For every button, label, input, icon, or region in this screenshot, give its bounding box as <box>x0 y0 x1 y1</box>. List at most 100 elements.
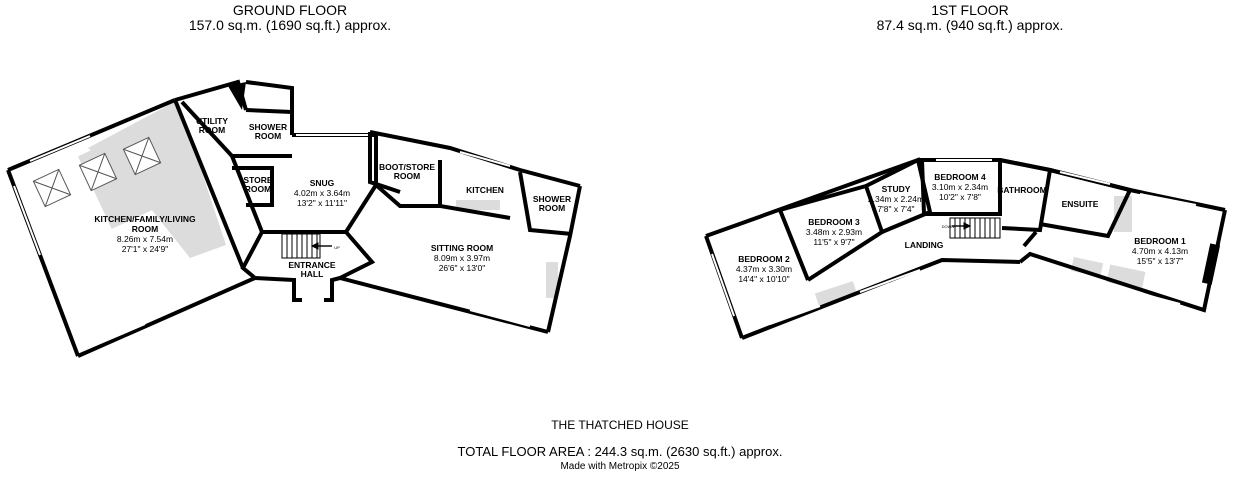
study-dim-1: 2.34m x 2.24m <box>868 194 924 204</box>
ensuite-label: ENSUITE <box>1062 199 1099 209</box>
ground-floor-area: 157.0 sq.m. (1690 sq.ft.) approx. <box>188 17 392 33</box>
ensuite-fixture <box>1114 196 1132 232</box>
window <box>83 323 146 351</box>
bed3-dim-2: 11'5" x 9'7" <box>813 237 854 247</box>
ground-floor-plan: KITCHEN/FAMILY/LIVING ROOM 8.26m x 7.54m… <box>6 79 582 358</box>
kitchen2-counter <box>456 200 500 210</box>
shower1-inner <box>245 108 293 114</box>
first-floor-plan: BEDROOM 2 4.37m x 3.30m 14'4" x 10'10" B… <box>704 157 1227 340</box>
store-wall <box>232 166 274 207</box>
bed3-dim-1: 3.48m x 2.93m <box>806 227 862 237</box>
window <box>1119 287 1181 305</box>
window <box>459 151 511 167</box>
shower1-wall <box>245 80 294 135</box>
bed2-dim-2: 14'4" x 10'10" <box>738 274 789 284</box>
landing-stub <box>1022 230 1038 248</box>
bed1-label: BEDROOM 1 <box>1134 236 1186 246</box>
stairs-up-label: UP <box>334 245 340 250</box>
utility-label-1: UTILITY <box>196 116 228 126</box>
kitchen-south-wall <box>77 276 256 358</box>
hall-east <box>339 230 376 280</box>
bed1-dim-1: 4.70m x 4.13m <box>1132 246 1188 256</box>
utility-inner-wall <box>180 100 234 158</box>
kitchen2-label: KITCHEN <box>466 185 504 195</box>
footer-name: THE THATCHED HOUSE <box>551 418 689 432</box>
sitting-dim-1: 8.09m x 3.97m <box>434 253 490 263</box>
bed1-chimney <box>1201 243 1221 285</box>
first-floor-header: 1ST FLOOR 87.4 sq.m. (940 sq.ft.) approx… <box>820 3 1120 33</box>
window <box>369 281 441 301</box>
sitting-label: SITTING ROOM <box>431 243 493 253</box>
window <box>859 269 921 293</box>
kitchen-dim-2: 27'1" x 24'9" <box>122 244 169 254</box>
entrance-label-1: ENTRANCE <box>288 260 336 270</box>
sitting-fireplace <box>546 262 558 298</box>
entrance-east <box>324 276 341 302</box>
boot-label-1: BOOT/STORE <box>379 162 435 172</box>
first-windows <box>711 159 1197 325</box>
ground-stairs <box>281 233 332 259</box>
kitchen-east-wall <box>173 99 245 269</box>
boot-label-2: ROOM <box>394 171 420 181</box>
shower2-label-1: SHOWER <box>533 194 571 204</box>
bed4-label: BEDROOM 4 <box>934 172 986 182</box>
window <box>799 177 853 197</box>
bed2-label: BEDROOM 2 <box>738 254 790 264</box>
kitchen-label-2: ROOM <box>132 224 158 234</box>
first-stairs <box>949 217 1001 239</box>
window <box>469 309 531 327</box>
stairs-down-label: DOWN <box>942 224 955 229</box>
sitting-east-wall <box>546 185 582 333</box>
utility-chimney <box>228 82 246 110</box>
bathroom-label: BATHROOM <box>997 185 1046 195</box>
store-label-1: STORE <box>243 175 272 185</box>
kitchen-dim-1: 8.26m x 7.54m <box>117 234 173 244</box>
sitting-north-wall <box>374 183 440 208</box>
window <box>769 305 821 325</box>
snug-dim-2: 13'2" x 11'11" <box>297 198 347 208</box>
entrance-label-2: HALL <box>301 269 324 279</box>
ground-floor-header: GROUND FLOOR 157.0 sq.m. (1690 sq.ft.) a… <box>140 3 440 33</box>
footer-credit: Made with Metropix ©2025 <box>560 461 680 472</box>
first-walls <box>704 157 1227 340</box>
utility-label-2: ROOM <box>199 125 225 135</box>
first-floor-title: 1ST FLOOR <box>931 2 1009 18</box>
bed2-fixture <box>814 281 858 307</box>
window <box>1059 171 1111 185</box>
north-wall-west <box>705 158 919 238</box>
shower2-wall <box>518 171 573 236</box>
shower2-label-2: ROOM <box>539 203 565 213</box>
window <box>711 253 735 317</box>
entrance-west <box>254 276 302 302</box>
boot-wall <box>368 132 401 194</box>
bathroom-wall <box>999 158 1053 233</box>
bed2-dim-1: 4.37m x 3.30m <box>736 264 792 274</box>
sitting-dim-2: 26'6" x 13'0" <box>439 263 486 273</box>
sitting-south-wall <box>339 276 549 334</box>
store-label-2: ROOM <box>245 184 271 194</box>
bed1-fixture <box>1070 257 1104 277</box>
bed1-dim-2: 15'5" x 13'7" <box>1137 256 1184 266</box>
bed3-label: BEDROOM 3 <box>808 217 860 227</box>
window <box>29 135 91 162</box>
snug-label: SNUG <box>310 178 335 188</box>
study-dim-2: 7'8" x 7'4" <box>877 204 914 214</box>
study-label: STUDY <box>882 184 911 194</box>
first-floor-area: 87.4 sq.m. (940 sq.ft.) approx. <box>876 17 1064 33</box>
bed4-wall <box>920 159 1002 216</box>
bed3-wall <box>779 183 885 282</box>
bed2-east-wall <box>778 209 810 281</box>
shower1-label-2: ROOM <box>255 131 281 141</box>
window <box>1139 193 1197 206</box>
shower1-label-1: SHOWER <box>249 122 287 132</box>
footer-total-area: TOTAL FLOOR AREA : 244.3 sq.m. (2630 sq.… <box>457 444 783 459</box>
south-wall <box>741 257 1021 340</box>
first-labels: BEDROOM 2 4.37m x 3.30m 14'4" x 10'10" B… <box>736 172 1188 284</box>
snug-south-wall <box>230 155 378 234</box>
window <box>189 286 243 311</box>
hall-west <box>240 231 264 280</box>
ground-windows <box>13 134 531 351</box>
bed4-dim-1: 3.10m x 2.34m <box>932 182 988 192</box>
landing-label: LANDING <box>905 240 944 250</box>
